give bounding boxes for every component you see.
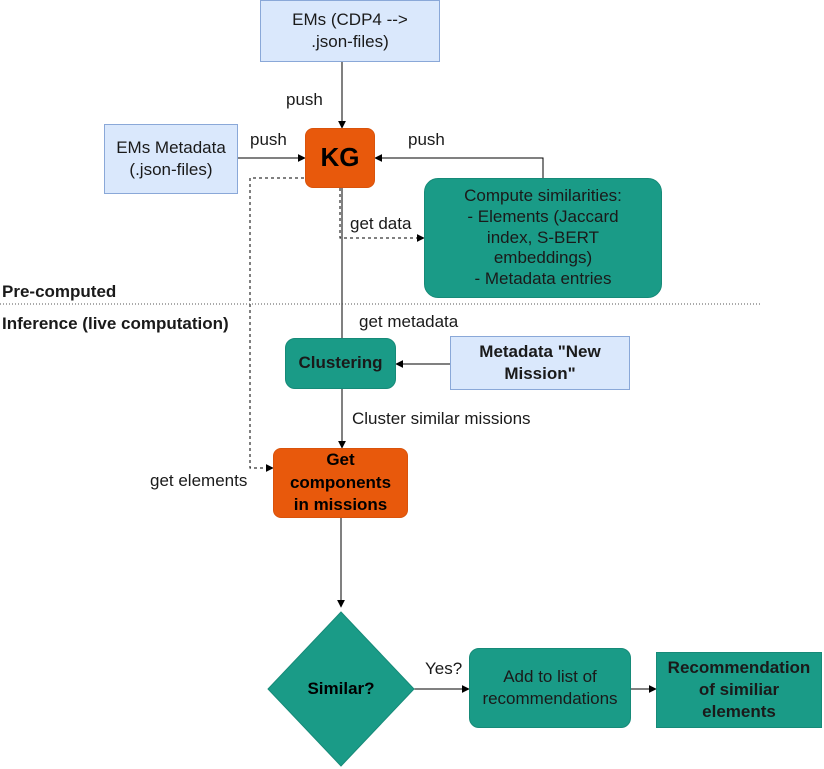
ems-node: EMs (CDP4 --> .json-files) [260,0,440,62]
compute-similarities-node-label: Compute similarities: - Elements (Jaccar… [464,186,622,289]
add-to-list-node: Add to list of recommendations [469,648,631,728]
recommendation-node: Recommendation of similiar elements [656,652,822,728]
section-precomputed: Pre-computed [2,282,117,301]
label-push-top: push [286,90,323,109]
section-inference: Inference (live computation) [2,314,229,333]
kg-node: KG [305,128,375,188]
similar-node-label: Similar? [307,679,375,698]
clustering-node: Clustering [285,338,396,389]
label-get-elements: get elements [150,471,248,490]
ems-metadata-node: EMs Metadata (.json-files) [104,124,238,194]
get-components-node-label: Get components in missions [289,449,392,515]
ems-node-label: EMs (CDP4 --> .json-files) [292,9,408,51]
ems-metadata-node-label: EMs Metadata (.json-files) [116,137,226,179]
edge-compute-to-kg [374,154,544,178]
label-push-right: push [408,130,445,149]
metadata-new-mission-node-label: Metadata "New Mission" [479,341,601,383]
similar-diamond [267,611,415,767]
recommendation-node-label: Recommendation of similiar elements [667,657,811,722]
edge-kg-to-getcomponents [249,177,340,472]
metadata-new-mission-node: Metadata "New Mission" [450,336,630,390]
get-components-node: Get components in missions [273,448,408,518]
label-cluster-similar: Cluster similar missions [352,409,531,428]
kg-node-label: KG [320,142,360,173]
label-get-metadata: get metadata [359,312,459,331]
label-get-data: get data [350,214,412,233]
edge-kg-to-compute [339,188,425,242]
compute-similarities-node: Compute similarities: - Elements (Jaccar… [424,178,662,298]
add-to-list-node-label: Add to list of recommendations [482,666,618,708]
label-push-left: push [250,130,287,149]
clustering-node-label: Clustering [298,353,383,373]
label-yes: Yes? [425,659,463,678]
